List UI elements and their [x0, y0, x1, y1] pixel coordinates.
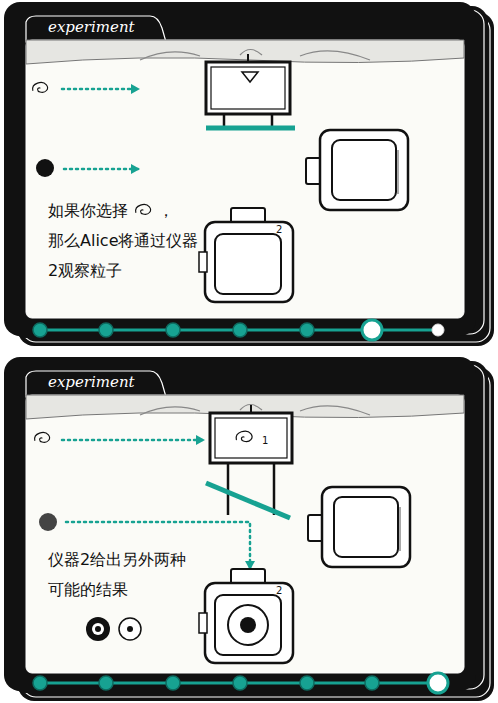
beam-splitter: [206, 483, 290, 518]
device-number: 2: [276, 224, 282, 235]
swirl-stroke: [136, 205, 151, 215]
target-ring: [228, 605, 268, 645]
caption-text: 如果你选择 ， 那么Alice将通过仪器2观察粒子: [48, 196, 204, 286]
timeline-current: [428, 673, 448, 693]
wire: [140, 50, 370, 61]
folder-front: [4, 2, 476, 336]
target-center: [240, 617, 256, 633]
apparatus-inner: [215, 418, 287, 458]
camera-screen: [215, 595, 281, 655]
apparatus-frame: [206, 62, 290, 114]
device-number: 2: [276, 585, 282, 596]
swirl-stroke: [236, 431, 252, 441]
apparatus-inner: [211, 67, 285, 109]
camera-body: [205, 583, 293, 663]
caption-part: 那么Alice将通过仪器2观察粒子: [48, 226, 204, 286]
inline-swirl: [130, 202, 156, 218]
folder-layer-edge: [14, 10, 484, 334]
camera-shade: [400, 507, 401, 551]
swirl-symbol: [35, 433, 50, 443]
outcome-dark-dot: [95, 626, 101, 632]
beam-splitter: [206, 126, 295, 131]
tab-title: experiment: [48, 18, 135, 36]
tab-title: experiment: [48, 373, 135, 391]
caption-part: ，: [158, 201, 174, 220]
folder-layer-edge: [14, 365, 484, 689]
timeline-dot: [233, 676, 247, 690]
timeline-dot: [166, 323, 180, 337]
apparatus-notch: [242, 72, 258, 82]
camera-shade: [398, 150, 399, 194]
beam-arrowhead: [196, 435, 205, 445]
camera-body: [205, 222, 293, 302]
folder-layer-edge: [22, 371, 490, 697]
folder-back-layer: [18, 12, 494, 346]
particle: [39, 513, 57, 531]
outcome-dark-ring: [92, 623, 104, 635]
folder-tab: [26, 16, 166, 42]
scene-area: [26, 40, 464, 318]
swirl-symbol: [236, 431, 252, 441]
particle: [36, 159, 54, 177]
device-number: 1: [262, 435, 268, 446]
folder-mid-layer: [10, 361, 488, 693]
beam-arrowhead: [131, 84, 140, 94]
timeline-dot: [33, 676, 47, 690]
swirl-symbol: [33, 83, 48, 93]
outcome-light-dot: [127, 626, 133, 632]
timeline-current: [362, 320, 382, 340]
folder-layer-edge: [22, 16, 490, 342]
camera-side-knob: [199, 613, 207, 633]
camera-screen: [332, 140, 396, 200]
folder-back-layer: [18, 367, 494, 701]
beam-arrowhead: [131, 164, 140, 174]
timeline-dot: [233, 323, 247, 337]
timeline-dot: [300, 323, 314, 337]
timeline-dot: [99, 676, 113, 690]
camera-screen: [334, 497, 398, 557]
timeline-dot: [33, 323, 47, 337]
swirl-stroke: [33, 83, 48, 93]
beam-path: [62, 88, 140, 91]
apparatus-leg: [227, 463, 230, 515]
timeline-dot: [166, 676, 180, 690]
swirl-stroke: [35, 433, 50, 443]
beam-path: [64, 168, 140, 171]
ceiling: [26, 40, 464, 64]
outcome-dark: [86, 617, 110, 641]
scene-area: [26, 395, 464, 673]
timeline-dot: [365, 676, 379, 690]
folder-tab: [26, 371, 166, 397]
apparatus-frame: [210, 413, 292, 463]
camera-body: [320, 130, 408, 210]
caption-text: 仪器2给出另外两种可能的结果: [48, 545, 194, 605]
camera-side-knob: [199, 252, 207, 272]
apparatus-leg: [273, 463, 276, 515]
timeline-dot: [300, 676, 314, 690]
timeline-dot: [99, 323, 113, 337]
timeline-future: [432, 324, 444, 336]
swirl-symbol: [136, 205, 151, 215]
camera-body: [322, 487, 410, 567]
camera-screen: [215, 234, 281, 294]
beam-path: [62, 439, 205, 442]
caption-part: 如果你选择: [48, 201, 128, 220]
folder-front: [4, 357, 476, 691]
outcome-light: [119, 618, 141, 640]
folder-mid-layer: [10, 6, 488, 338]
